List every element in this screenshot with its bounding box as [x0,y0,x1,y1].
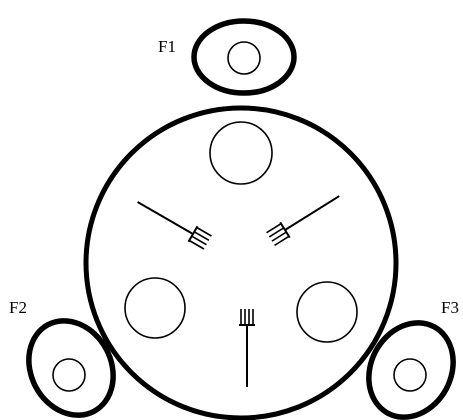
table-plate-top [210,122,272,184]
fork-icon [239,309,255,387]
label-f3: F3 [441,298,459,317]
station-f1-outline [194,21,294,93]
label-f1: F1 [158,37,176,56]
station-f1-plate [228,42,260,74]
table-circle [86,108,396,418]
station-f3-outline [353,308,463,420]
station-f2-plate [53,359,85,391]
station-f3-plate [394,359,426,391]
table-plate-left [125,278,185,338]
station-f2-outline [13,306,130,420]
fork-icon [133,194,212,250]
label-f2: F2 [9,298,27,317]
table-plate-right [297,282,357,342]
fork-icon [266,188,344,246]
